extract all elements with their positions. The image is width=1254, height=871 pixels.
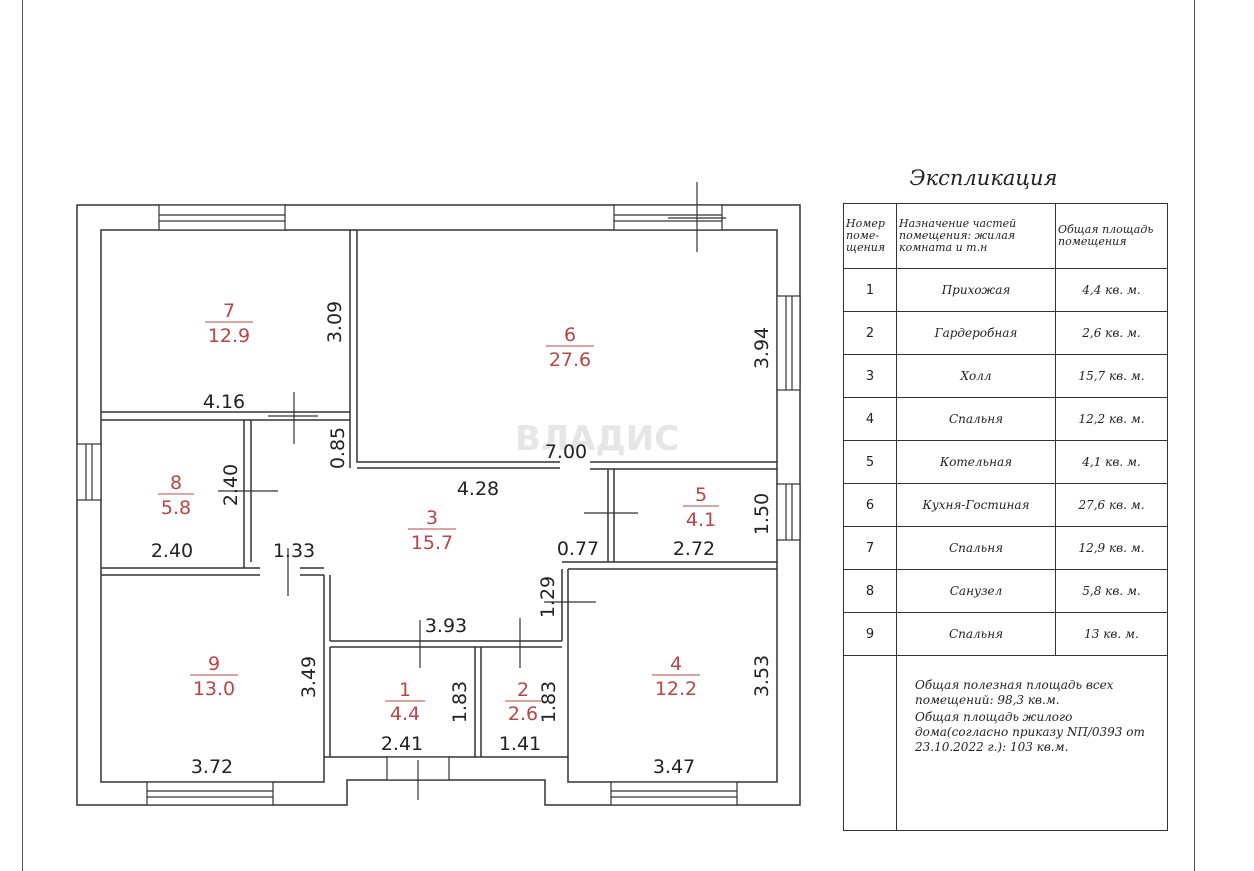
room-number: 9	[208, 653, 220, 675]
room-number: 4	[670, 653, 682, 675]
cell-area: 4,1 кв. м.	[1055, 440, 1168, 484]
table-row: 4 Спальня 12,2 кв. м.	[843, 397, 1168, 441]
dimension-label: 2.41	[381, 733, 423, 755]
cell-room-name: Санузел	[896, 569, 1056, 613]
room-area: 15.7	[411, 532, 453, 554]
cell-room-name: Гардеробная	[896, 311, 1056, 355]
dimension-label: 4.28	[457, 478, 499, 500]
dimension-label: 3.49	[298, 656, 320, 698]
cell-room-name: Прихожая	[896, 268, 1056, 312]
dimension-label: 1.83	[538, 681, 560, 723]
room-area: 13.0	[193, 678, 235, 700]
room-number: 7	[223, 300, 235, 322]
cell-area: 15,7 кв. м.	[1055, 354, 1168, 398]
room-area: 5.8	[161, 497, 191, 519]
cell-number: 8	[843, 569, 897, 613]
floor-plan: ВЛАДИС	[76, 182, 801, 806]
cell-area: 4,4 кв. м.	[1055, 268, 1168, 312]
table-row: 2 Гардеробная 2,6 кв. м.	[843, 311, 1168, 355]
room-area: 4.4	[390, 703, 420, 725]
cell-number: 2	[843, 311, 897, 355]
room-area: 12.2	[655, 678, 697, 700]
room-area: 2.6	[508, 703, 538, 725]
table-row: 9 Спальня 13 кв. м.	[843, 612, 1168, 656]
header-number: Номер поме- щения	[843, 203, 897, 269]
door-marks	[218, 182, 726, 800]
dimension-label: 1.83	[449, 681, 471, 723]
room-number: 8	[170, 472, 182, 494]
dimension-label: 1.33	[273, 540, 315, 562]
dimension-label: 4.16	[203, 391, 245, 413]
cell-area: 27,6 кв. м.	[1055, 483, 1168, 527]
dimension-label: 3.93	[425, 615, 467, 637]
cell-number: 5	[843, 440, 897, 484]
cell-area: 13 кв. м.	[1055, 612, 1168, 656]
explication-table: Номер поме- щения Назначение частей поме…	[843, 203, 1168, 831]
cell-area: 2,6 кв. м.	[1055, 311, 1168, 355]
header-purpose: Назначение частей помещения: жилая комна…	[896, 203, 1056, 269]
cell-room-name: Спальня	[896, 397, 1056, 441]
room-labels: 7 12.9 6 27.6 8 5.8 3 15.7 5 4.1 9 13.0 …	[158, 300, 719, 725]
room-number: 6	[564, 324, 576, 346]
cell-room-name: Холл	[896, 354, 1056, 398]
room-area: 12.9	[208, 325, 250, 347]
page-border-right	[1194, 0, 1195, 871]
windows	[76, 204, 801, 806]
summary-note: Общая полезная площадь всех помещений: 9…	[896, 655, 1168, 831]
dimension-label: 1.41	[499, 733, 541, 755]
dimension-label: 3.53	[751, 655, 773, 697]
room-number: 1	[399, 679, 411, 701]
cell-area: 12,9 кв. м.	[1055, 526, 1168, 570]
table-row: 8 Санузел 5,8 кв. м.	[843, 569, 1168, 613]
room-number: 3	[426, 507, 438, 529]
dimension-label: 3.47	[653, 756, 695, 778]
dimension-label: 3.09	[324, 301, 346, 343]
dimension-label: 3.72	[191, 756, 233, 778]
cell-room-name: Спальня	[896, 526, 1056, 570]
cell-number: 3	[843, 354, 897, 398]
dimension-label: 2.72	[673, 538, 715, 560]
dimension-label: 7.00	[545, 441, 587, 463]
room-number: 2	[517, 679, 529, 701]
table-header-row: Номер поме- щения Назначение частей поме…	[843, 203, 1168, 269]
cell-area: 12,2 кв. м.	[1055, 397, 1168, 441]
dimensions: 3.09 4.16 3.94 0.85 7.00 4.28 2.40 2.40 …	[151, 301, 773, 778]
room-area: 27.6	[549, 349, 591, 371]
useful-area-note: Общая полезная площадь всех помещений: 9…	[915, 678, 1114, 707]
cell-room-name: Котельная	[896, 440, 1056, 484]
room-number: 5	[695, 484, 707, 506]
dimension-label: 2.40	[151, 540, 193, 562]
page-border-left	[22, 0, 23, 871]
table-row: 1 Прихожая 4,4 кв. м.	[843, 268, 1168, 312]
table-row: 5 Котельная 4,1 кв. м.	[843, 440, 1168, 484]
total-area-note: Общая площадь жилого дома(согласно прика…	[915, 710, 1145, 754]
room-area: 4.1	[686, 509, 716, 531]
dimension-label: 0.77	[557, 538, 599, 560]
table-summary-row: Общая полезная площадь всех помещений: 9…	[843, 655, 1168, 831]
cell-number: 1	[843, 268, 897, 312]
summary-empty-cell	[843, 655, 897, 831]
dimension-label: 1.29	[537, 576, 559, 618]
cell-room-name: Спальня	[896, 612, 1056, 656]
dimension-label: 2.40	[220, 464, 242, 506]
cell-room-name: Кухня-Гостиная	[896, 483, 1056, 527]
dimension-label: 3.94	[751, 327, 773, 369]
watermark: ВЛАДИС	[515, 419, 679, 459]
cell-number: 7	[843, 526, 897, 570]
table-row: 6 Кухня-Гостиная 27,6 кв. м.	[843, 483, 1168, 527]
header-area: Общая площадь помещения	[1055, 203, 1168, 269]
cell-number: 6	[843, 483, 897, 527]
cell-number: 9	[843, 612, 897, 656]
cell-number: 4	[843, 397, 897, 441]
dimension-label: 0.85	[327, 427, 349, 469]
table-row: 7 Спальня 12,9 кв. м.	[843, 526, 1168, 570]
table-row: 3 Холл 15,7 кв. м.	[843, 354, 1168, 398]
dimension-label: 1.50	[751, 493, 773, 535]
cell-area: 5,8 кв. м.	[1055, 569, 1168, 613]
explication-title: Экспликация	[909, 166, 1058, 190]
